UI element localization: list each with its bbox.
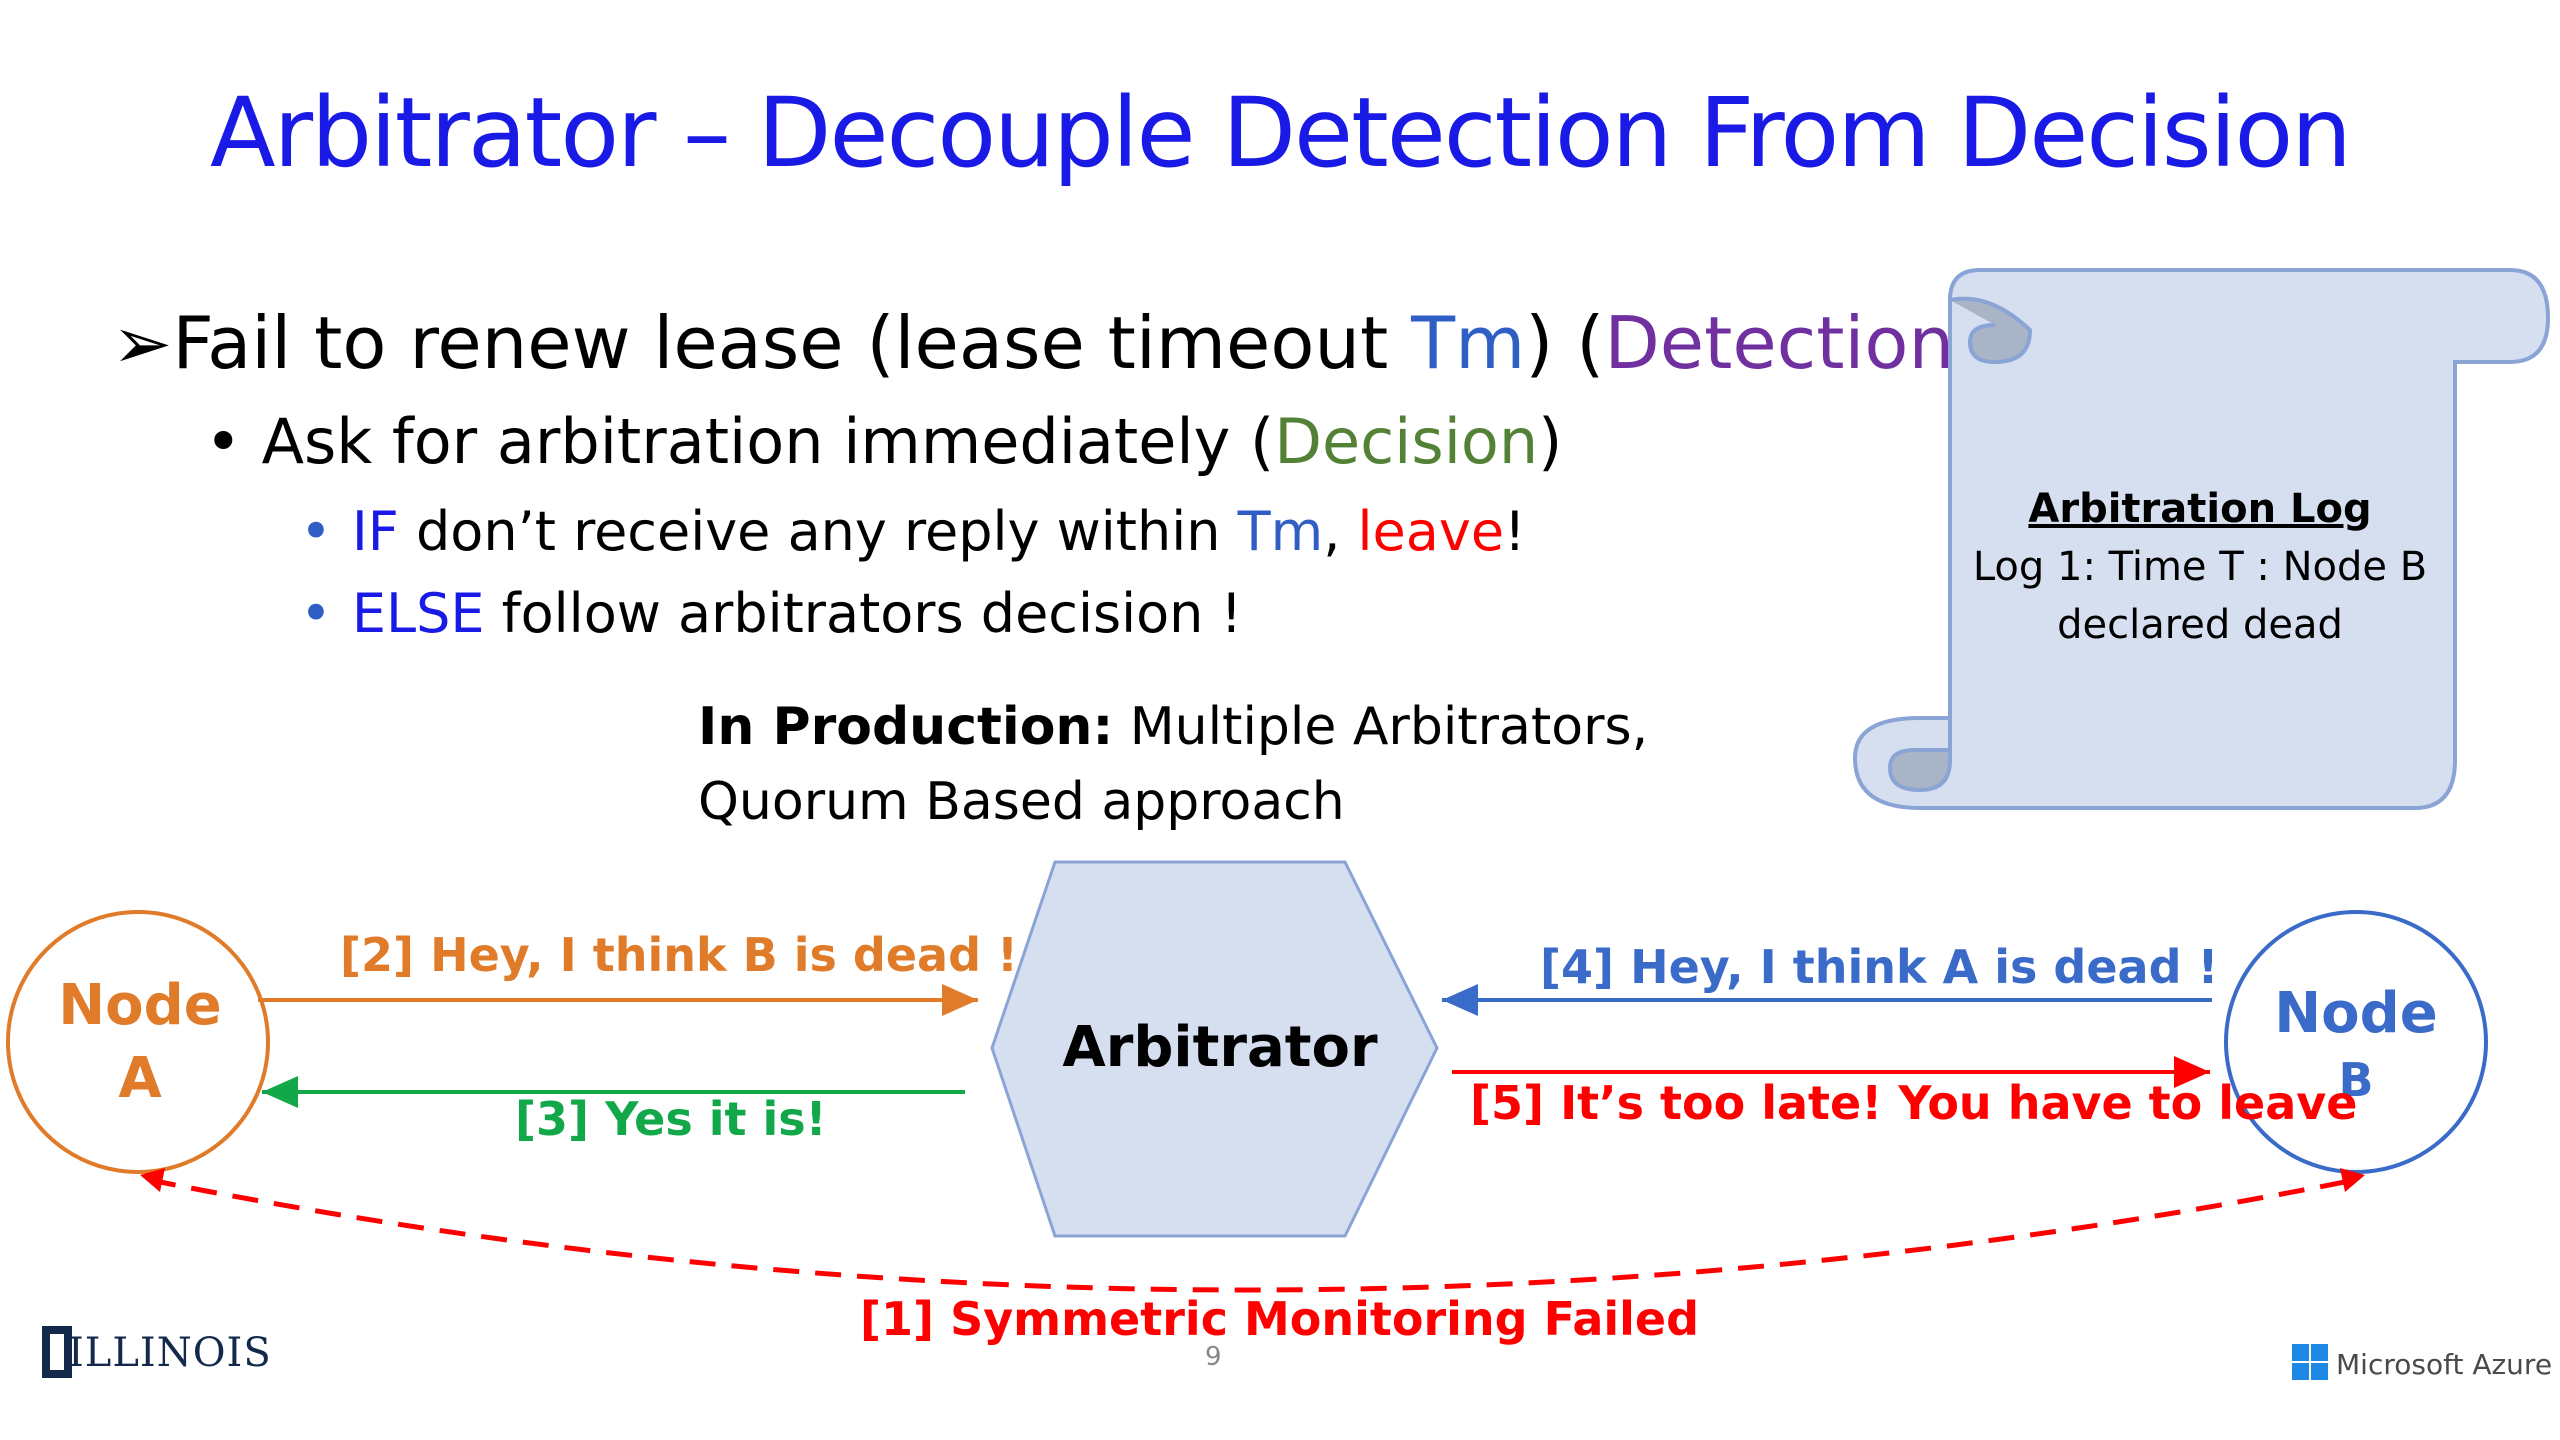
arbitrator-label: Arbitrator (1062, 1015, 1378, 1080)
illinois-wordmark: ILLINOIS (68, 1330, 272, 1376)
message-1: [1] Symmetric Monitoring Failed (860, 1292, 1700, 1346)
bullet-level2: • Ask for arbitration immediately (Decisi… (205, 405, 1562, 479)
bullet-text: Ask for arbitration immediately ( (261, 405, 1275, 478)
slide-title: Arbitrator – Decouple Detection From Dec… (209, 77, 2352, 189)
illinois-logo-icon (42, 1326, 72, 1378)
node-a-line1: Node (58, 973, 222, 1038)
bullet-text: don’t receive any reply within (398, 500, 1238, 563)
bullet-text: Fail to renew lease (lease timeout (172, 301, 1412, 385)
message-2: [2] Hey, I think B is dead ! (340, 928, 1018, 982)
arrowhead-msg1-right (2340, 1168, 2365, 1192)
node-a-circle (6, 910, 270, 1174)
scroll-shape (1852, 268, 2551, 810)
leave-term: leave (1357, 500, 1505, 563)
node-b-label: Node B (2236, 978, 2476, 1111)
node-a-label: Node A (30, 970, 250, 1116)
bullet-text: follow arbitrators decision ! (484, 582, 1243, 645)
bullet-text: ) (1538, 405, 1563, 478)
node-b-line1: Node (2274, 981, 2438, 1046)
log-line2: declared dead (2057, 602, 2343, 648)
if-term: IF (351, 500, 399, 563)
message-4: [4] Hey, I think A is dead ! (1540, 940, 2219, 994)
detection-term: Detection (1604, 301, 1955, 385)
tm-term: Tm (1237, 500, 1324, 563)
microsoft-logo-icon (2292, 1344, 2328, 1380)
arrow-bullet-icon: ➢ (112, 301, 173, 385)
node-a-line2: A (118, 1045, 162, 1111)
tm-term: Tm (1411, 301, 1526, 385)
arbitration-log: Arbitration Log Log 1: Time T : Node B d… (1940, 480, 2460, 654)
decision-term: Decision (1274, 405, 1539, 478)
log-line1: Log 1: Time T : Node B (1972, 544, 2428, 590)
dot-bullet-icon: • (300, 500, 332, 563)
production-line2: Quorum Based approach (698, 772, 1345, 833)
dot-bullet-icon: • (300, 582, 332, 645)
page-number: 9 (1205, 1342, 1222, 1372)
bullet-level3-if: • IF don’t receive any reply within Tm, l… (300, 500, 1526, 565)
production-line1: Multiple Arbitrators, (1113, 697, 1649, 757)
node-b-circle (2224, 910, 2488, 1174)
log-title: Arbitration Log (2028, 486, 2372, 532)
message-5: [5] It’s too late! You have to leave (1470, 1076, 2358, 1130)
bullet-text: ) ( (1525, 301, 1605, 385)
azure-wordmark: Microsoft Azure (2336, 1348, 2553, 1381)
node-b-line2: B (2338, 1052, 2374, 1107)
arbitrator-hexagon (990, 860, 1439, 1238)
bullet-text: , (1323, 500, 1358, 563)
bullet-level1: ➢Fail to renew lease (lease timeout Tm) … (112, 300, 1982, 386)
dot-bullet-icon: • (205, 405, 242, 478)
message-3: [3] Yes it is! (515, 1092, 827, 1146)
else-term: ELSE (351, 582, 485, 645)
bullet-level3-else: • ELSE follow arbitrators decision ! (300, 582, 1242, 647)
arrow-msg1-dashed (149, 1177, 2356, 1293)
bullet-text: ! (1504, 500, 1526, 563)
production-note: In Production: Multiple Arbitrators, Quo… (698, 690, 1648, 841)
production-label: In Production: (698, 697, 1114, 757)
arrowhead-msg1-left (140, 1168, 165, 1192)
